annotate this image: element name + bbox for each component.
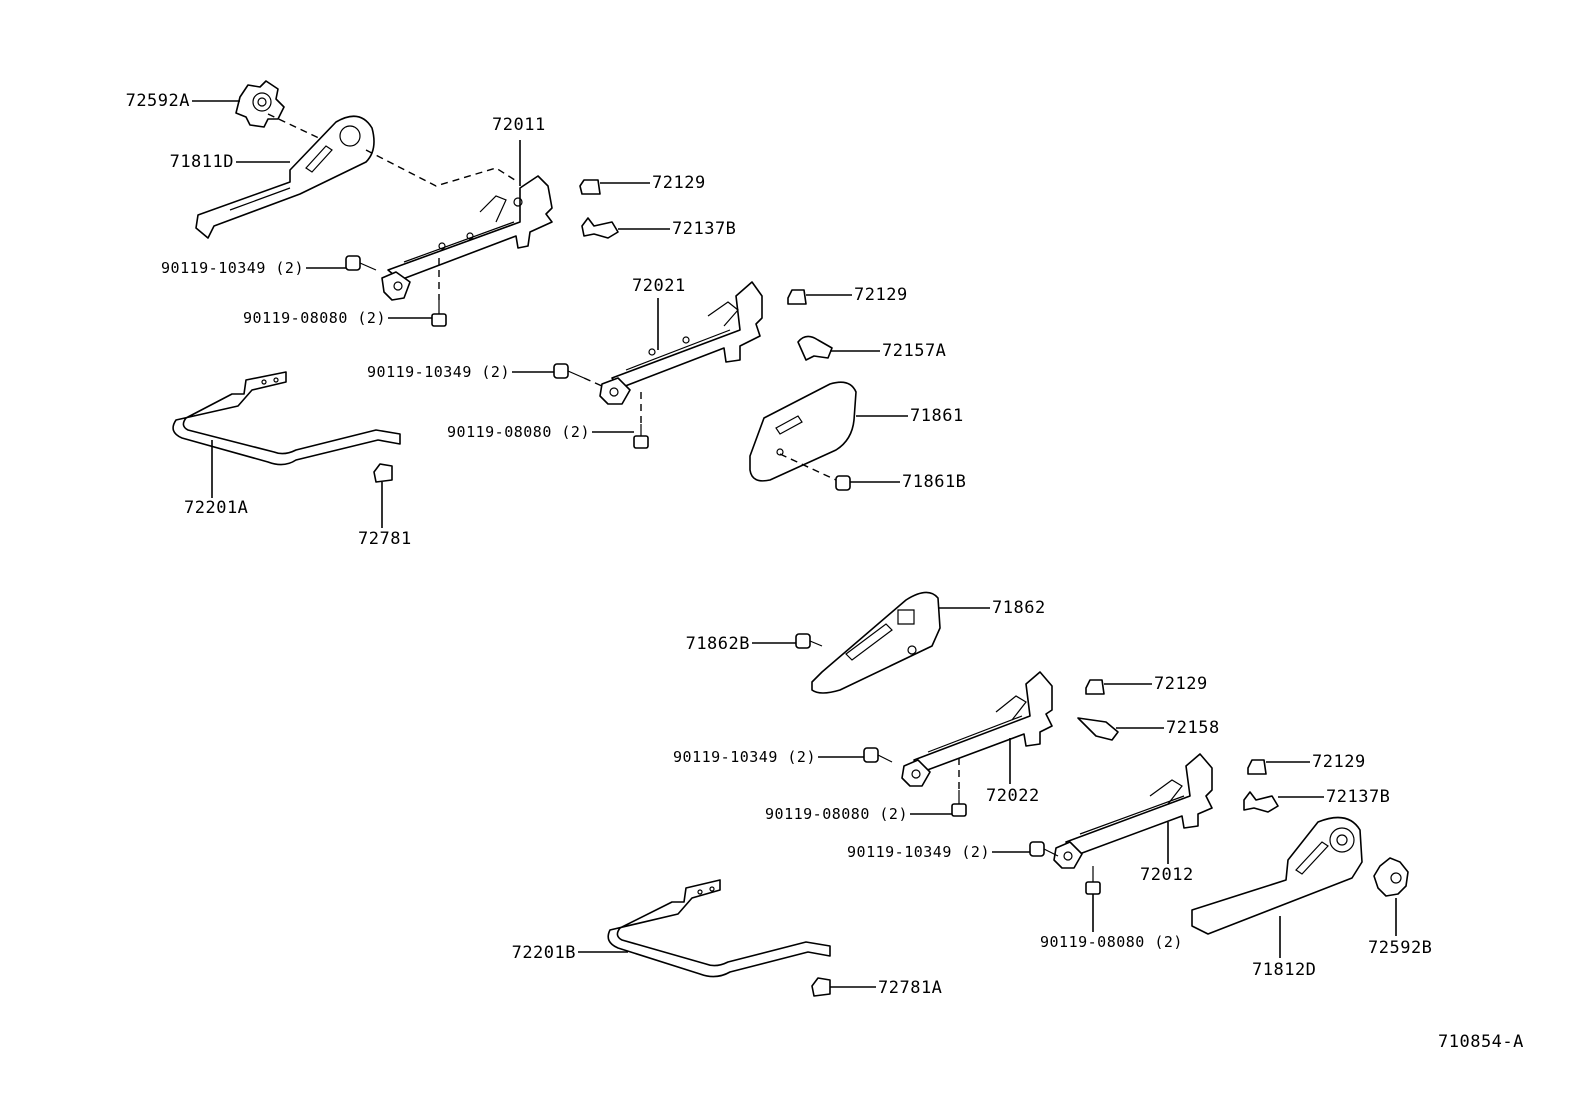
clip-72781-part	[373, 463, 393, 483]
seat-track-72021-part	[599, 281, 763, 405]
label-90119-08080-d: 90119-08080 (2)	[1040, 933, 1183, 951]
label-72781: 72781	[358, 529, 412, 549]
label-90119-08080-b: 90119-08080 (2)	[447, 423, 590, 441]
cover-71811D-part	[195, 115, 375, 239]
clip-72129-b-part	[787, 289, 807, 305]
label-90119-10349-d: 90119-10349 (2)	[847, 843, 990, 861]
knob-72592A-part	[235, 80, 285, 128]
diagram-id: 710854-A	[1438, 1032, 1524, 1052]
knob-72592B-part	[1373, 857, 1409, 897]
wire-72201A-part	[172, 371, 401, 466]
bolt-90119-10349-d-part	[1029, 841, 1059, 857]
label-72011: 72011	[492, 115, 546, 135]
clip-72129-d-part	[1247, 759, 1267, 775]
label-72129-a: 72129	[652, 173, 706, 193]
seat-track-72011-part	[381, 175, 553, 301]
bolt-90119-08080-a-part	[431, 300, 447, 327]
clip-72158-part	[1077, 717, 1119, 741]
seat-track-72022-part	[901, 671, 1053, 787]
clip-72137B-b-part	[1243, 791, 1279, 813]
screw-71861B-part	[835, 475, 851, 491]
label-72022: 72022	[986, 786, 1040, 806]
label-72021: 72021	[632, 276, 686, 296]
label-72781A: 72781A	[878, 978, 943, 998]
label-71861: 71861	[910, 406, 964, 426]
bolt-90119-08080-c-part	[951, 790, 967, 817]
bolt-90119-08080-b-part	[633, 424, 649, 449]
clip-72157A-part	[797, 335, 833, 361]
label-72129-d: 72129	[1312, 752, 1366, 772]
label-72137B-a: 72137B	[672, 219, 737, 239]
clip-72137B-a-part	[581, 217, 619, 239]
label-72012: 72012	[1140, 865, 1194, 885]
screw-71862B-part	[795, 633, 823, 649]
cover-71861-part	[749, 381, 857, 482]
label-72158: 72158	[1166, 718, 1220, 738]
label-72201A: 72201A	[184, 498, 249, 518]
label-90119-10349-c: 90119-10349 (2)	[673, 748, 816, 766]
cover-71812D-part	[1191, 816, 1363, 935]
clip-72781A-part	[811, 977, 831, 997]
label-90119-08080-c: 90119-08080 (2)	[765, 805, 908, 823]
label-71862: 71862	[992, 598, 1046, 618]
label-72129-b: 72129	[854, 285, 908, 305]
label-72592B: 72592B	[1368, 938, 1433, 958]
label-72137B-b: 72137B	[1326, 787, 1391, 807]
label-71811D: 71811D	[169, 152, 234, 172]
bolt-90119-10349-a-part	[345, 255, 377, 271]
label-90119-10349-b: 90119-10349 (2)	[367, 363, 510, 381]
label-72129-c: 72129	[1154, 674, 1208, 694]
label-71862B: 71862B	[685, 634, 750, 654]
cover-71862-part	[811, 591, 941, 694]
label-72201B: 72201B	[511, 943, 576, 963]
label-71812D: 71812D	[1252, 960, 1317, 980]
label-71861B: 71861B	[902, 472, 967, 492]
label-72157A: 72157A	[882, 341, 947, 361]
label-72592A: 72592A	[125, 91, 190, 111]
wire-72201B-part	[607, 879, 831, 978]
seat-track-72012-part	[1053, 753, 1213, 869]
label-90119-10349-a: 90119-10349 (2)	[161, 259, 304, 277]
bolt-90119-10349-b-part	[553, 363, 585, 379]
bolt-90119-10349-c-part	[863, 747, 893, 763]
label-90119-08080-a: 90119-08080 (2)	[243, 309, 386, 327]
clip-72129-a-part	[579, 179, 601, 195]
clip-72129-c-part	[1085, 679, 1105, 695]
bolt-90119-08080-d-part	[1085, 866, 1101, 895]
